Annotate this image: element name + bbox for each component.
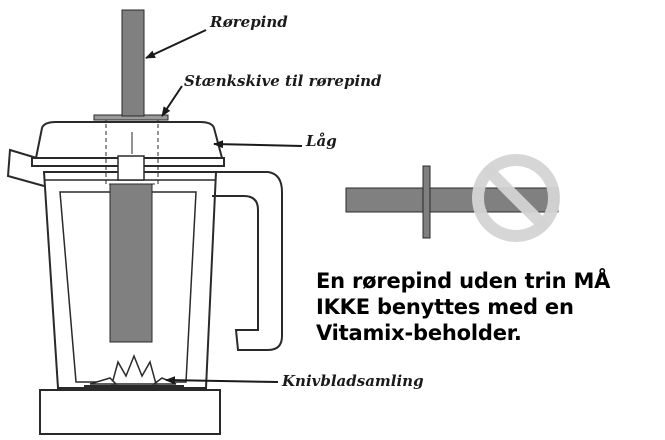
warning-line: Vitamix-beholder.: [316, 321, 522, 345]
label-lid: Låg: [305, 132, 337, 150]
warning-line: IKKE benyttes med en: [316, 295, 574, 319]
container-handle: [212, 171, 283, 351]
warning-message: En rørepind uden trin MÅ IKKE benyttes m…: [316, 268, 656, 346]
tamper: [105, 9, 159, 343]
container-body: [42, 171, 218, 389]
label-tamper: Rørepind: [209, 13, 288, 31]
callout-arrows: [145, 29, 303, 385]
warning-line: En rørepind uden trin MÅ: [316, 269, 611, 293]
prohibition-icon: [472, 154, 560, 242]
container-base: [39, 389, 221, 435]
container-spout: [6, 148, 51, 187]
blade-assembly: [84, 353, 184, 387]
arrow-icon: [213, 140, 303, 149]
arrow-icon: [145, 29, 207, 59]
label-blade-assembly: Knivbladsamling: [281, 372, 424, 390]
label-splash-disc: Stænkskive til rørepind: [184, 72, 382, 90]
arrow-icon: [161, 85, 183, 117]
arrow-icon: [165, 376, 279, 385]
